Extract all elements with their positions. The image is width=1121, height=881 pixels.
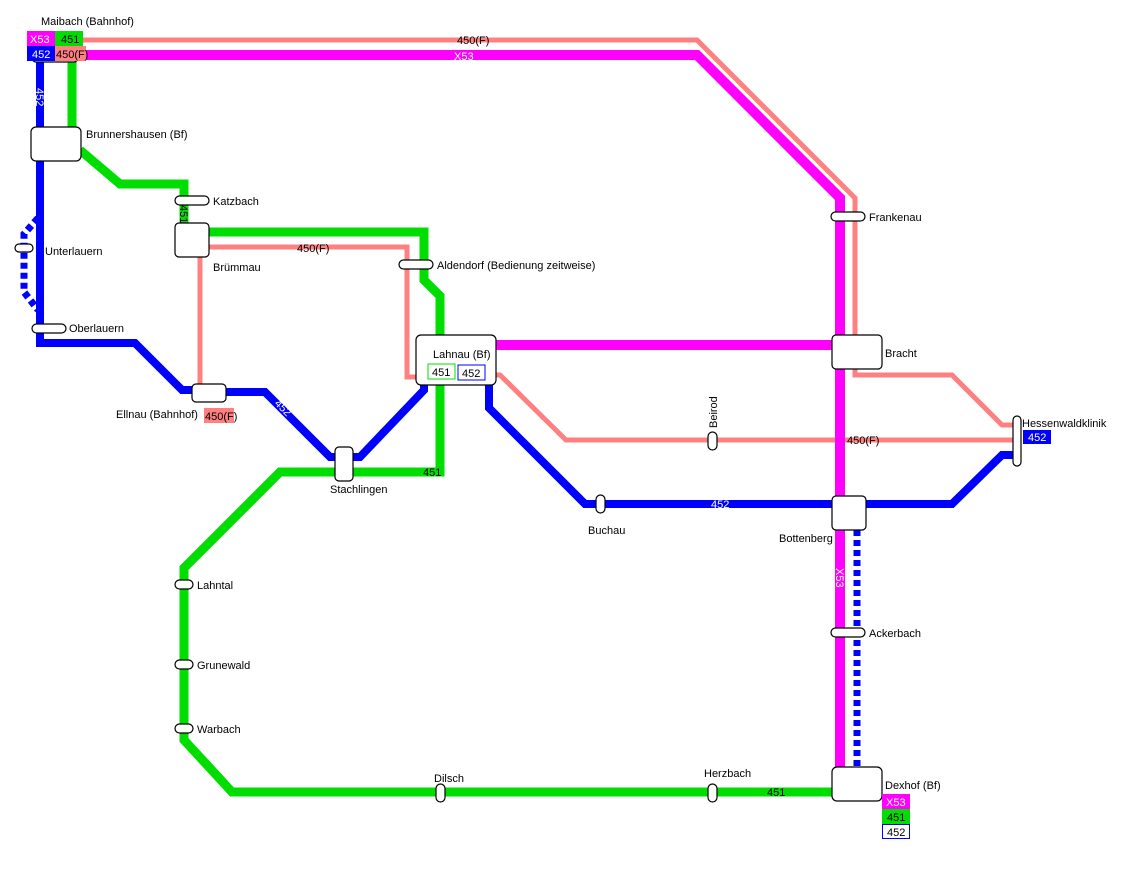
badge-452: 452 [1028, 432, 1046, 444]
station-hessenwaldklinik[interactable]: Hessenwaldklinik 452 [1012, 415, 1107, 467]
station-bottenberg[interactable]: Bottenberg [779, 495, 867, 545]
station-dexhof[interactable]: Dexhof (Bf) X53 451 452 [831, 766, 941, 839]
station-label: Hessenwaldklinik [1022, 418, 1107, 430]
station-bruemmau[interactable]: Brümmau [174, 222, 261, 274]
badge-450f: 450(F) [205, 411, 237, 423]
line-label-452: 452 [711, 499, 729, 511]
station-lahntal[interactable]: Lahntal [174, 579, 233, 592]
badge-451: 451 [887, 812, 905, 824]
station-label: Unterlauern [45, 246, 102, 258]
station-aldendorf[interactable]: Aldendorf (Bedienung zeitweise) [398, 259, 595, 272]
station-label: Bottenberg [779, 533, 833, 545]
station-label: Grunewald [197, 660, 250, 672]
station-unterlauern[interactable]: Unterlauern [14, 243, 102, 258]
line-label-x53: X53 [454, 51, 474, 63]
station-label: Dilsch [434, 773, 464, 785]
station-label: Katzbach [213, 196, 259, 208]
station-herzbach[interactable]: Herzbach [704, 768, 751, 803]
station-label: Brunnershausen (Bf) [86, 129, 188, 141]
line-450f[interactable] [80, 37, 1014, 443]
station-label: Bracht [885, 348, 917, 360]
badge-x53: X53 [30, 34, 50, 46]
line-label-x53: X53 [833, 568, 845, 588]
line-label-450f: 450(F) [847, 435, 879, 447]
station-label: Beirod [708, 396, 720, 428]
station-label: Oberlauern [69, 323, 124, 335]
station-katzbach[interactable]: Katzbach [174, 195, 259, 208]
station-oberlauern[interactable]: Oberlauern [31, 323, 124, 335]
station-dilsch[interactable]: Dilsch [434, 773, 464, 803]
badge-451: 451 [432, 367, 450, 379]
badge-452: 452 [32, 49, 50, 61]
station-label: Ackerbach [869, 628, 921, 640]
station-maibach[interactable]: X53 451 452 450(F) Maibach (Bahnhof) [27, 16, 134, 63]
station-label: Lahnau (Bf) [433, 349, 490, 361]
line-label-451: 451 [423, 467, 441, 479]
line-label-450f: 450(F) [297, 243, 329, 255]
station-buchau[interactable]: Buchau [588, 494, 625, 537]
station-beirod[interactable]: Beirod [707, 396, 720, 451]
line-452[interactable] [20, 60, 1014, 769]
station-ackerbach[interactable]: Ackerbach [830, 627, 921, 640]
line-label-450f: 450(F) [457, 35, 489, 47]
station-label: Buchau [588, 525, 625, 537]
station-warbach[interactable]: Warbach [174, 723, 241, 736]
badge-452: 452 [887, 827, 905, 839]
station-ellnau[interactable]: Ellnau (Bahnhof) 450(F) [116, 383, 237, 423]
line-x53[interactable] [82, 50, 845, 770]
badge-451: 451 [61, 34, 79, 46]
station-lahnau[interactable]: Lahnau (Bf) 451 452 [415, 334, 497, 386]
station-label: Stachlingen [330, 484, 388, 496]
line-label-451: 451 [767, 787, 785, 799]
station-label: Brümmau [213, 262, 261, 274]
badge-x53: X53 [886, 797, 906, 809]
station-label: Dexhof (Bf) [885, 780, 941, 792]
station-stachlingen[interactable]: Stachlingen [330, 446, 388, 496]
line-label-451: 451 [177, 205, 189, 223]
station-label: Maibach (Bahnhof) [41, 16, 134, 28]
station-bracht[interactable]: Bracht [831, 334, 917, 370]
station-label: Frankenau [869, 212, 922, 224]
station-label: Herzbach [704, 768, 751, 780]
station-label: Lahntal [197, 580, 233, 592]
station-frankenau[interactable]: Frankenau [830, 211, 922, 224]
badge-452: 452 [462, 368, 480, 380]
station-label: Warbach [197, 724, 241, 736]
station-label: Ellnau (Bahnhof) [116, 409, 198, 421]
station-label: Aldendorf (Bedienung zeitweise) [437, 260, 595, 272]
station-brunnershausen[interactable]: Brunnershausen (Bf) [30, 126, 188, 162]
station-grunewald[interactable]: Grunewald [174, 659, 250, 672]
line-label-452: 452 [33, 88, 45, 106]
badge-450f: 450(F) [56, 49, 88, 61]
